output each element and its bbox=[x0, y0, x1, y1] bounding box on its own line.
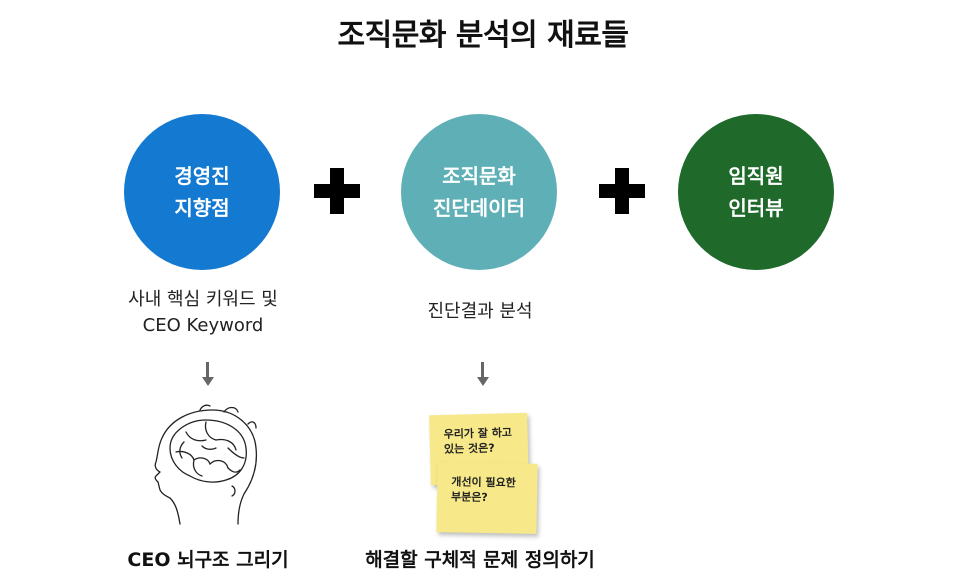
circle-executive-direction: 경영진 지향점 bbox=[124, 114, 280, 270]
description-executive: 사내 핵심 키워드 및 CEO Keyword bbox=[92, 287, 314, 339]
arrow-down-icon bbox=[475, 362, 491, 388]
caption-ceo-brain-map: CEO 뇌구조 그리기 bbox=[127, 549, 289, 571]
sticky-note: 개선이 필요한 부분은? bbox=[436, 462, 538, 534]
note-line1: 개선이 필요한 bbox=[451, 475, 516, 490]
description-line2: CEO Keyword bbox=[142, 315, 264, 336]
circle-label-line2: 인터뷰 bbox=[728, 196, 784, 220]
arrow-down-icon bbox=[200, 362, 216, 388]
circle-culture-diagnostic-data: 조직문화 진단데이터 bbox=[401, 114, 557, 270]
circle-label-line2: 지향점 bbox=[174, 196, 230, 220]
circle-label-line1: 조직문화 bbox=[442, 164, 516, 188]
circle-label-line1: 임직원 bbox=[728, 164, 784, 188]
plus-icon bbox=[314, 168, 360, 214]
plus-icon bbox=[599, 168, 645, 214]
description-line1: 사내 핵심 키워드 및 bbox=[128, 289, 278, 310]
description-diagnostic: 진단결과 분석 bbox=[380, 299, 580, 325]
note-line1: 우리가 잘 하고 bbox=[443, 426, 513, 441]
note-line2: 부분은? bbox=[450, 490, 488, 505]
circle-label-line2: 진단데이터 bbox=[433, 196, 525, 220]
note-line2: 있는 것은? bbox=[443, 441, 495, 456]
head-brain-sketch-icon bbox=[154, 404, 258, 525]
description-line1: 진단결과 분석 bbox=[427, 301, 533, 322]
caption-define-problem: 해결할 구체적 문제 정의하기 bbox=[365, 549, 595, 571]
page-title: 조직문화 분석의 재료들 bbox=[337, 18, 629, 53]
circle-employee-interview: 임직원 인터뷰 bbox=[678, 114, 834, 270]
circle-label-line1: 경영진 bbox=[174, 164, 230, 188]
